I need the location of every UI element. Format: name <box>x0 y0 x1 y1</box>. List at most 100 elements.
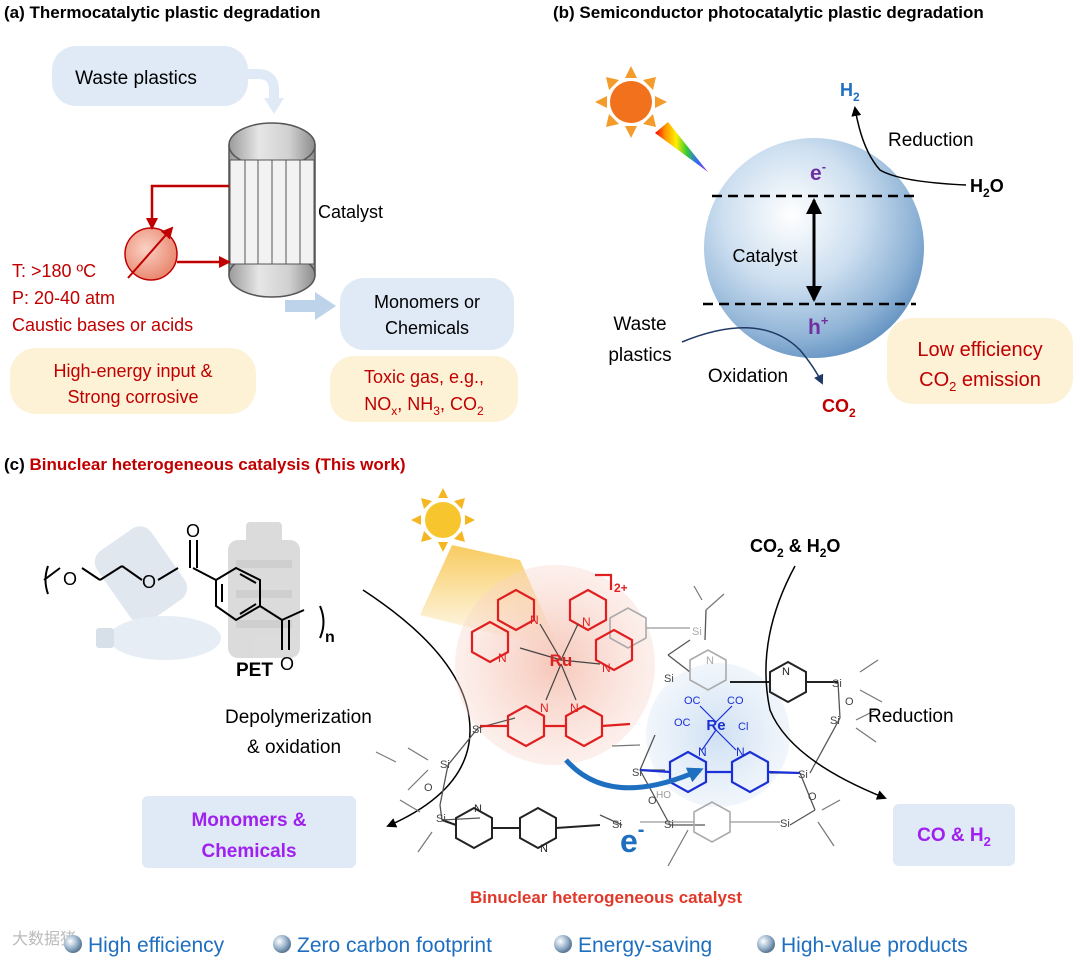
product-arrow <box>285 292 336 320</box>
plastic-bottles-image <box>94 522 300 660</box>
feature-1: High efficiency <box>88 934 225 957</box>
reactor <box>228 122 316 298</box>
depoly-line1: Depolymerization <box>225 707 372 728</box>
products-line1: Monomers or <box>374 292 480 312</box>
aryl-linkers <box>609 607 780 843</box>
si-atom-5: Si <box>612 819 622 831</box>
band-gap-arrow-up <box>806 198 822 214</box>
si-atom-1: Si <box>472 724 482 736</box>
feature-bullet-3 <box>554 935 572 953</box>
waste-plastics-b-line2: plastics <box>608 345 671 366</box>
pet-structure <box>43 540 325 650</box>
panel-a: (a) Thermocatalytic plastic degradation … <box>4 3 518 422</box>
feature-2: Zero carbon footprint <box>297 934 492 957</box>
oxidation-label-b: Oxidation <box>708 366 788 387</box>
recycle-arrow <box>146 184 229 230</box>
electron-label-c: e- <box>620 819 644 859</box>
bpy-n-2: N <box>540 843 548 855</box>
toxic-gas-box <box>330 356 518 422</box>
si-atom-12: Si <box>664 673 674 685</box>
si-atom-7: Si <box>798 769 808 781</box>
o-atom-4: O <box>808 791 817 803</box>
si-atom-6: Si <box>664 819 674 831</box>
h2-product: H2 <box>840 80 860 104</box>
monomers-box <box>142 796 356 868</box>
o-atom-3: O <box>845 696 854 708</box>
re-oc-ligand-2: OC <box>684 695 701 707</box>
ru-coordination-bonds <box>519 623 601 701</box>
panel-c: (c) Binuclear heterogeneous catalysis (T… <box>4 455 1015 907</box>
panel-c-title: (c) Binuclear heterogeneous catalysis (T… <box>4 455 406 474</box>
re-atom: Re <box>706 717 725 734</box>
light-ray-icon <box>655 122 708 172</box>
panel-b-title: (b) Semiconductor photocatalytic plastic… <box>553 3 984 22</box>
methoxy-groups <box>375 585 883 867</box>
reduction-arrow-c <box>765 565 887 800</box>
ru-n-2: N <box>530 613 539 627</box>
ru-n-3: N <box>582 615 591 629</box>
oxidation-arrow-c <box>362 589 471 828</box>
ho-group: HO <box>656 790 671 801</box>
si-atom-8: Si <box>832 678 842 690</box>
heater-arrow <box>127 226 174 279</box>
features-row: 大数据猪 High efficiency Zero carbon footpri… <box>12 930 968 957</box>
depoly-line2: & oxidation <box>247 737 341 758</box>
monomers-line1: Monomers & <box>191 810 306 831</box>
watermark: 大数据猪 <box>12 930 76 948</box>
re-co-ligand: CO <box>727 695 744 707</box>
si-atom-11: Si <box>692 626 702 638</box>
oxidation-arrow-b <box>681 327 824 385</box>
drawback-box-a <box>10 348 256 414</box>
co2-product-b: CO2 <box>822 396 856 420</box>
bpy-n-3: N <box>782 666 790 678</box>
ru-atom: Ru <box>550 651 573 670</box>
electron-label: e- <box>810 159 826 185</box>
bpy-n-4: N <box>706 655 714 667</box>
o-atom-2: O <box>648 795 657 807</box>
sun-icon <box>595 66 667 138</box>
drawback-b-line2: CO2 emission <box>919 369 1041 394</box>
re-oc-ligand-1: OC <box>674 717 691 729</box>
bpy-n-1: N <box>474 803 482 815</box>
panel-a-title: (a) Thermocatalytic plastic degradation <box>4 3 320 22</box>
bipyridine-linkers <box>441 660 838 850</box>
h2o-reactant: H2O <box>970 176 1004 200</box>
feature-bullet-4 <box>757 935 775 953</box>
pet-o-atom-2: O <box>142 572 156 592</box>
reduction-label-c: Reduction <box>868 706 954 727</box>
band-gap-arrow-down <box>806 286 822 302</box>
ru-n-6: N <box>570 701 579 715</box>
toxic-gas-line2: NOx, NH3, CO2 <box>364 394 484 418</box>
feature-bullet-2 <box>273 935 291 953</box>
pet-label: PET <box>236 660 273 681</box>
monomers-line2: Chemicals <box>201 841 296 862</box>
si-atom-2: Si <box>440 759 450 771</box>
re-center-glow <box>646 663 790 807</box>
si-atom-3: Si <box>436 813 446 825</box>
toxic-gas-line1: Toxic gas, e.g., <box>364 367 484 387</box>
pet-o-atom-3: O <box>186 521 200 541</box>
products-box <box>340 278 514 350</box>
co2-h2o-reactants: CO2 & H2O <box>750 536 840 560</box>
feature-bullet-1 <box>64 935 82 953</box>
drawback-a-line1: High-energy input & <box>53 361 212 381</box>
re-n-1: N <box>698 745 707 759</box>
feed-arrow-head <box>264 98 284 114</box>
reduction-arrow-b <box>851 106 967 186</box>
condition-pressure: P: 20-40 atm <box>12 288 115 308</box>
co-h2-box <box>893 804 1015 866</box>
feed-arrow <box>248 69 279 100</box>
pet-o-atom-1: O <box>63 569 77 589</box>
si-atom-4: Si <box>632 767 642 779</box>
drawback-box-b <box>887 318 1073 404</box>
condition-temperature: T: >180 ºC <box>12 261 96 281</box>
panel-b: (b) Semiconductor photocatalytic plastic… <box>553 3 1073 420</box>
re-n-2: N <box>736 745 745 759</box>
feature-4: High-value products <box>781 934 968 957</box>
sphere-catalyst-label: Catalyst <box>732 246 797 266</box>
waste-plastics-label: Waste plastics <box>75 68 197 89</box>
ru-n-5: N <box>540 701 549 715</box>
o-atom-1: O <box>424 782 433 794</box>
